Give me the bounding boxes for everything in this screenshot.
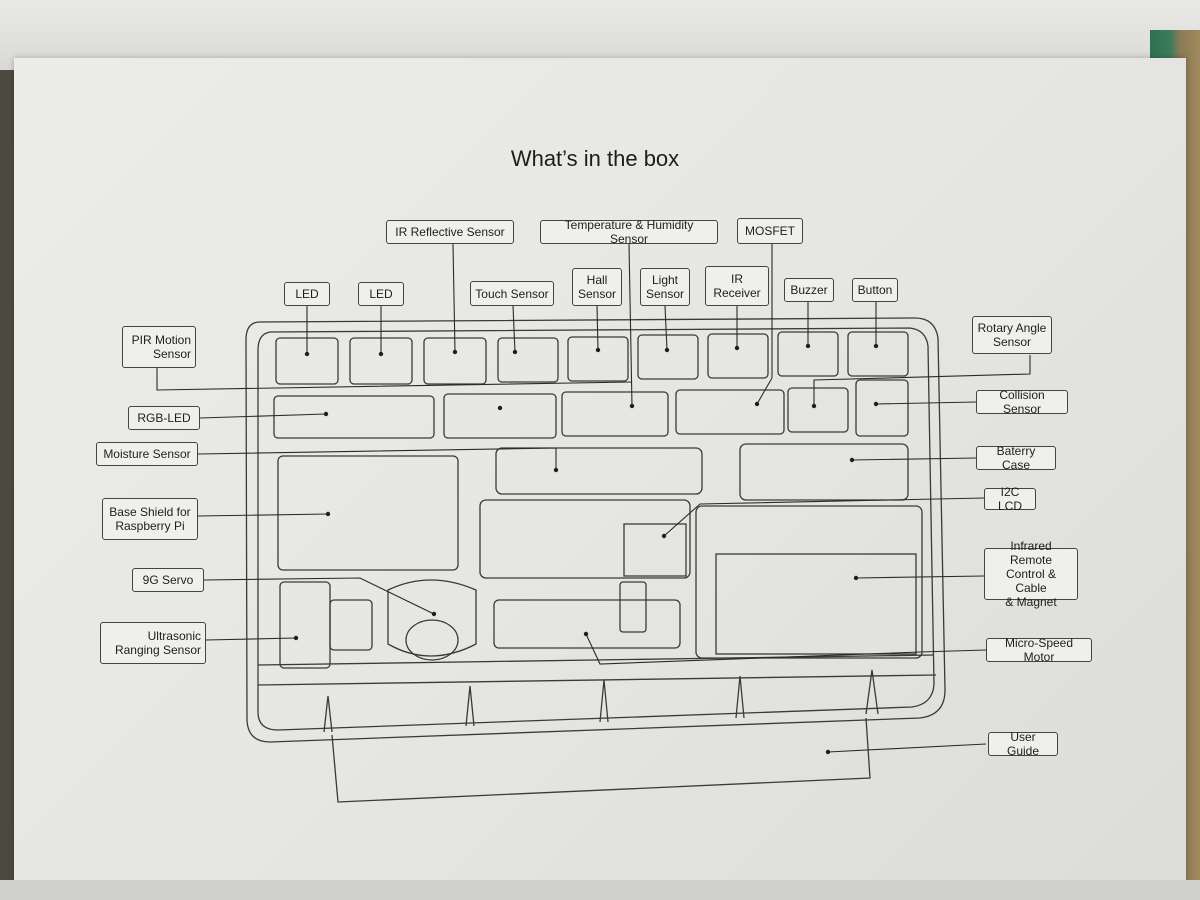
label-base-shield: Base Shield for Raspberry Pi <box>102 498 198 540</box>
leader-dots <box>293 343 879 755</box>
tray-foot-1 <box>323 695 333 733</box>
socket-i2c-module <box>623 523 687 577</box>
label-micro-speed-motor: Micro-Speed Motor <box>986 636 1092 664</box>
socket-servo-round <box>405 619 459 661</box>
tray-foot-4 <box>735 675 745 719</box>
label-light-sensor: Light Sensor <box>640 268 690 306</box>
socket-touch <box>497 337 559 383</box>
socket-row2-a <box>443 393 557 439</box>
box-bottom-edge <box>0 880 1200 900</box>
socket-motor <box>493 599 681 649</box>
label-user-guide: User Guide <box>988 730 1058 758</box>
second-row-sockets <box>273 379 909 439</box>
label-touch-sensor: Touch Sensor <box>470 281 554 306</box>
tray-outline <box>245 317 946 803</box>
tray-lip-2 <box>257 674 937 686</box>
tray-foot-2 <box>465 685 475 727</box>
top-row-sockets <box>275 331 909 385</box>
label-i2c-lcd: I2C LCD <box>984 485 1036 513</box>
socket-i2c <box>479 499 691 579</box>
tray-foot-5 <box>865 669 879 715</box>
leader-lines <box>156 243 1031 753</box>
tray-inner <box>257 327 935 731</box>
socket-moisture <box>495 447 703 495</box>
label-led-2: LED <box>358 282 404 306</box>
socket-button <box>847 331 909 377</box>
socket-row2-b <box>561 391 669 437</box>
socket-collision <box>855 379 909 437</box>
label-hall-sensor: Hall Sensor <box>572 268 622 306</box>
label-ir-reflective-sensor: IR Reflective Sensor <box>386 220 514 244</box>
socket-ir-receiver <box>707 333 769 379</box>
label-led-1: LED <box>284 282 330 306</box>
label-moisture-sensor: Moisture Sensor <box>96 442 198 466</box>
socket-remote <box>695 505 923 659</box>
socket-ultrasonic-b <box>329 599 373 651</box>
socket-row2-d <box>787 387 849 433</box>
socket-rgb-led <box>273 395 435 439</box>
tray-foot-3 <box>599 679 609 723</box>
label-collision-sensor: Collision Sensor <box>976 388 1068 416</box>
socket-servo <box>387 579 477 657</box>
label-ultrasonic-ranging-sensor: Ultrasonic Ranging Sensor <box>100 622 206 664</box>
socket-battery <box>739 443 909 501</box>
socket-ultrasonic <box>279 581 331 669</box>
tray-lip <box>257 654 935 666</box>
label-battery-case: Baterry Case <box>976 444 1056 472</box>
label-pir-motion-sensor: PIR Motion Sensor <box>122 326 196 368</box>
socket-row2-c <box>675 389 785 435</box>
label-buzzer: Buzzer <box>784 278 834 302</box>
socket-light <box>637 334 699 380</box>
label-infrared-remote: Infrared Remote Control & Cable & Magnet <box>984 539 1078 609</box>
socket-remote-inner <box>715 553 917 655</box>
label-9g-servo: 9G Servo <box>132 568 204 592</box>
label-rgb-led: RGB-LED <box>128 406 200 430</box>
label-rotary-angle-sensor: Rotary Angle Sensor <box>972 316 1052 354</box>
socket-base-shield <box>277 455 459 571</box>
socket-motor-b <box>619 581 647 633</box>
label-temperature-humidity-sensor: Temperature & Humidity Sensor <box>540 218 718 246</box>
tray-outer <box>245 317 946 743</box>
diagram-title: What’s in the box <box>510 146 680 171</box>
label-mosfet: MOSFET <box>737 218 803 244</box>
user-guide-bracket <box>331 717 871 803</box>
label-ir-receiver: IR Receiver <box>705 266 769 306</box>
label-button: Button <box>852 278 898 302</box>
